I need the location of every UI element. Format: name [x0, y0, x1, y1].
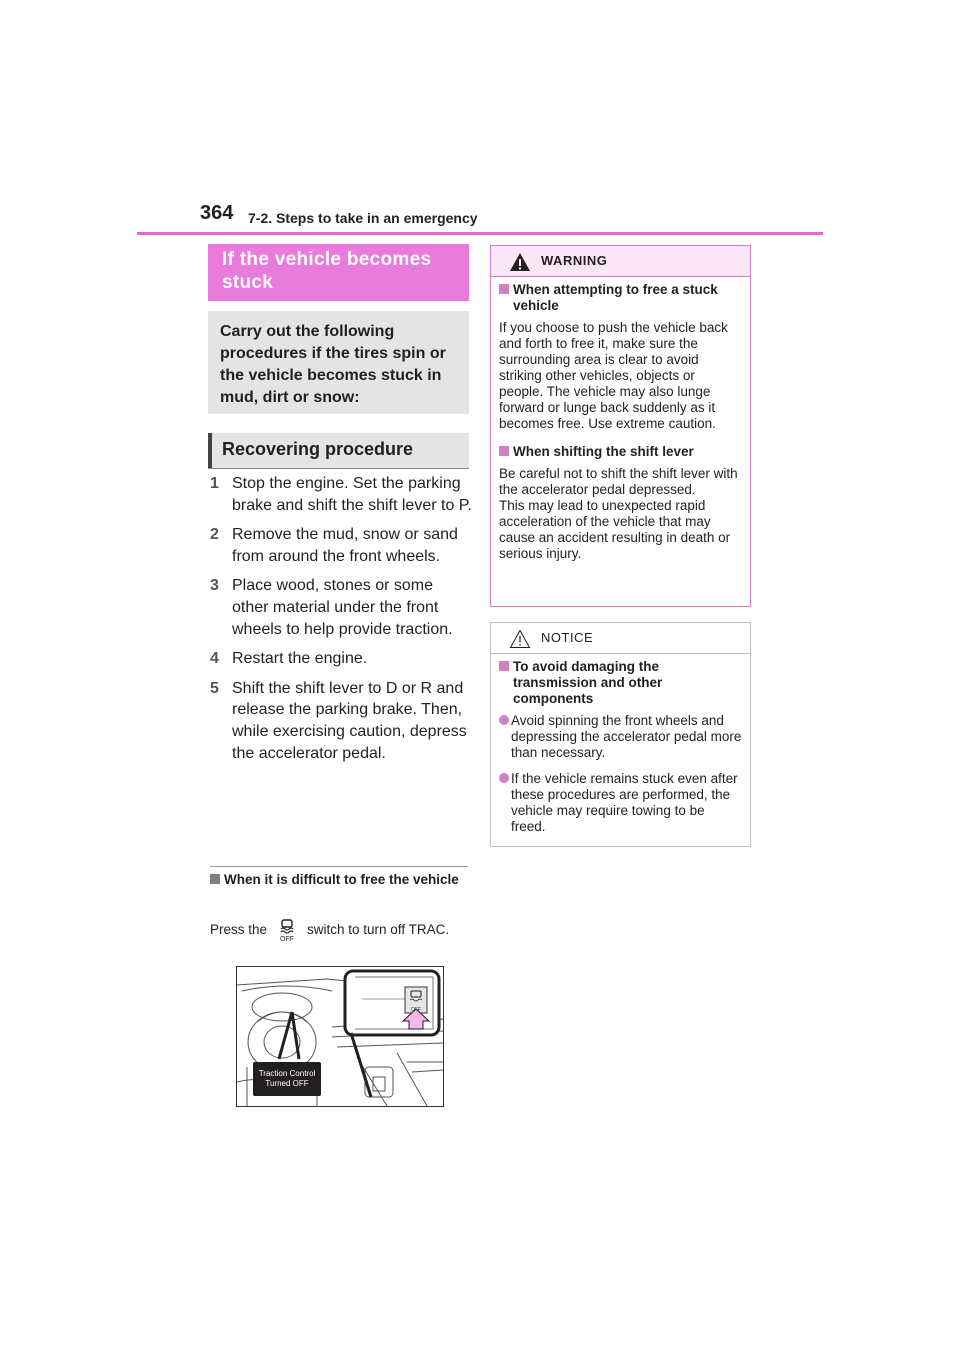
notice-bullet-text: Avoid spinning the front wheels and depr…: [511, 713, 742, 760]
warning-item-title-text: When shifting the shift lever: [513, 444, 694, 459]
notice-label: NOTICE: [541, 630, 594, 645]
page-title: If the vehicle becomes stuck: [222, 249, 432, 293]
warning-content: When attempting to free a stuck vehicle …: [491, 278, 750, 574]
bullet-dot-icon: [499, 715, 509, 725]
note-text-before: Press the: [210, 922, 268, 937]
note-text-after: switch to turn off TRAC.: [307, 922, 450, 937]
notice-title-text: To avoid damaging the transmission and o…: [513, 659, 663, 706]
step-item: 3 Place wood, stones or some other materi…: [210, 575, 472, 640]
subheading-box: Recovering procedure: [208, 433, 469, 469]
warning-item-body: If you choose to push the vehicle back a…: [499, 320, 728, 431]
header-rule: [137, 232, 823, 235]
warning-header: WARNING: [491, 246, 750, 277]
warning-item-body: Be careful not to shift the shift lever …: [499, 466, 738, 561]
step-item: 4 Restart the engine.: [210, 648, 472, 670]
notice-header: NOTICE: [491, 623, 750, 654]
step-item: 1 Stop the engine. Set the parking brake …: [210, 473, 472, 516]
section-title: 7-2. Steps to take in an emergency: [248, 210, 478, 226]
warning-box: WARNING When attempting to free a stuck …: [490, 245, 751, 607]
step-number: 3: [210, 577, 219, 595]
step-text: Place wood, stones or some other materia…: [232, 577, 453, 638]
note-title: When it is difficult to free the vehicle: [210, 872, 468, 888]
bullet-dot-icon: [499, 773, 509, 783]
step-text: Shift the shift lever to D or R and rele…: [232, 679, 467, 762]
warning-item-title: When attempting to free a stuck vehicle: [499, 282, 742, 314]
svg-text:OFF: OFF: [280, 936, 294, 942]
square-bullet-icon: [499, 446, 509, 456]
note-divider: [210, 866, 468, 867]
notice-item-title: To avoid damaging the transmission and o…: [499, 659, 742, 707]
step-item: 5 Shift the shift lever to D or R and rel…: [210, 678, 472, 764]
square-bullet-icon: [499, 284, 509, 294]
notice-content: To avoid damaging the transmission and o…: [491, 655, 750, 845]
steps-list: 1 Stop the engine. Set the parking brake …: [210, 473, 472, 772]
step-number: 1: [210, 475, 219, 492]
step-text: Remove the mud, snow or sand from around…: [232, 526, 458, 565]
intro-box: Carry out the following procedures if th…: [208, 311, 469, 414]
subheading: Recovering procedure: [222, 439, 414, 459]
step-text: Restart the engine.: [232, 650, 368, 668]
step-text: Stop the engine. Set the parking brake a…: [232, 475, 472, 514]
note-body: Press the OFF switch to turn off TRAC.: [210, 918, 468, 943]
step-number: 4: [210, 650, 219, 668]
caution-triangle-icon: [509, 629, 531, 648]
notice-bullet: Avoid spinning the front wheels and depr…: [499, 713, 742, 761]
notice-bullet-text: If the vehicle remains stuck even after …: [511, 771, 738, 834]
warning-item-title-text: When attempting to free a stuck vehicle: [513, 282, 718, 313]
square-bullet-icon: [499, 661, 509, 671]
callout-line-2: Turned OFF: [265, 1079, 309, 1088]
square-bullet-icon: [210, 874, 220, 884]
warning-triangle-icon: [510, 253, 530, 271]
callout-line-1: Traction Control: [258, 1069, 316, 1078]
step-number: 5: [210, 679, 219, 697]
notice-bullet: If the vehicle remains stuck even after …: [499, 771, 742, 835]
step-item: 2 Remove the mud, snow or sand from aroun…: [210, 524, 472, 567]
title-box: If the vehicle becomes stuck: [208, 244, 469, 301]
subheading-bar: [208, 433, 212, 468]
trac-off-switch-icon: OFF: [273, 918, 301, 943]
traction-control-callout: Traction Control Turned OFF: [253, 1062, 321, 1096]
page-number: 364: [200, 202, 234, 224]
warning-label: WARNING: [541, 253, 608, 268]
intro-text: Carry out the following procedures if th…: [220, 323, 446, 406]
notice-box: NOTICE To avoid damaging the transmissio…: [490, 622, 751, 847]
warning-item-title: When shifting the shift lever: [499, 444, 742, 460]
step-number: 2: [210, 526, 219, 544]
note-title-text: When it is difficult to free the vehicle: [224, 872, 459, 887]
